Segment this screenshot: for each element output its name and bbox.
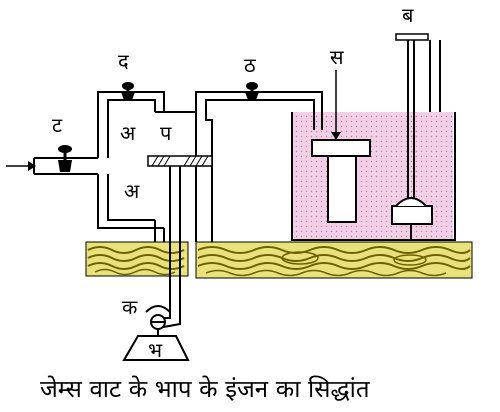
- steam-inlet-arrow: [6, 161, 36, 171]
- wooden-base-left: [86, 242, 188, 276]
- label-b: ब: [402, 3, 414, 27]
- wooden-base-right: [196, 242, 472, 278]
- steam-chest: [98, 92, 164, 242]
- label-bh: भ: [148, 338, 163, 362]
- label-a-upper: अ: [120, 121, 136, 145]
- pump-tube: [430, 40, 440, 112]
- label-d: द: [118, 49, 129, 73]
- hatched-partition: [148, 156, 212, 166]
- label-t: ट: [52, 113, 63, 137]
- valve-k: [146, 306, 170, 336]
- cylinder-block: [196, 112, 212, 242]
- label-p: प: [160, 121, 172, 145]
- label-th: ठ: [244, 53, 256, 77]
- diagram-caption: जेम्स वाट के भाप के इंजन का सिद्धांत: [40, 375, 371, 403]
- label-s: स: [330, 45, 344, 69]
- label-k: क: [122, 295, 138, 319]
- label-a-lower: अ: [124, 179, 140, 203]
